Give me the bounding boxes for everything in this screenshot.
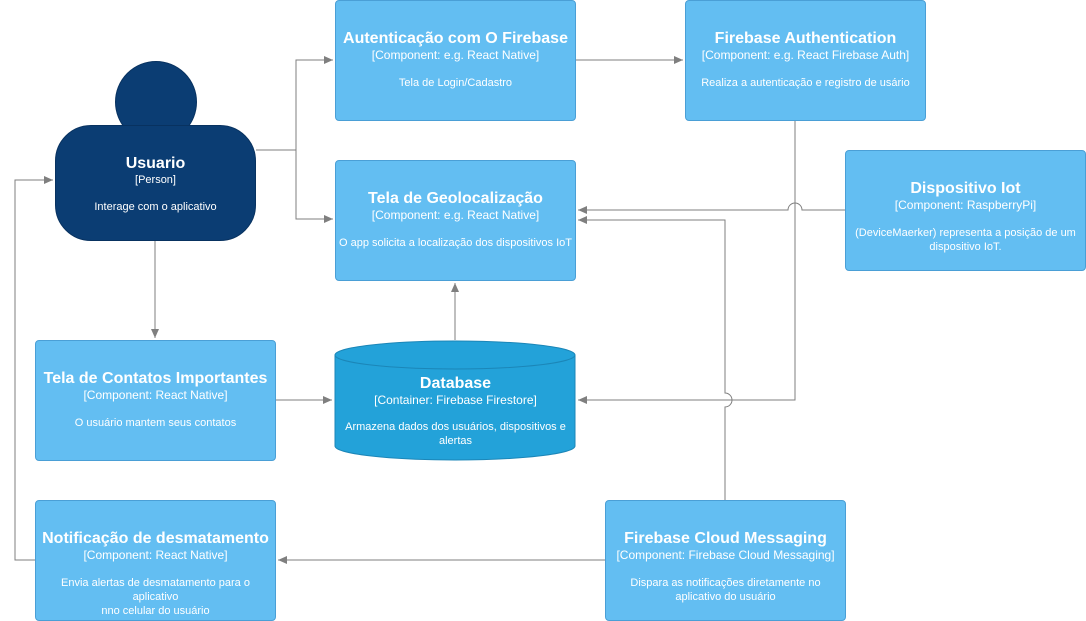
firebase-auth-description: Realiza a autenticação e registro de usá… bbox=[701, 77, 910, 89]
deforestation-alert-kind: [Component: React Native] bbox=[83, 548, 228, 562]
edge-alert-to-usuario bbox=[14, 176, 53, 561]
auth-screen-kind: [Component: e.g. React Native] bbox=[371, 48, 540, 62]
database-description-line-1: Armazena dados dos usuários, dispositivo… bbox=[345, 421, 566, 433]
database-description: Armazena dados dos usuários, dispositivo… bbox=[334, 420, 577, 448]
auth-screen-title: Autenticação com O Firebase bbox=[343, 30, 568, 47]
node-database[interactable]: Database [Container: Firebase Firestore]… bbox=[334, 340, 577, 462]
geo-screen-kind: [Component: e.g. React Native] bbox=[371, 208, 540, 222]
person-usuario[interactable]: Usuario [Person] Interage com o aplicati… bbox=[55, 125, 256, 241]
cloud-messaging-description-line-2: aplicativo do usuário bbox=[675, 591, 776, 603]
deforestation-alert-title: Notificação de desmatamento bbox=[42, 530, 269, 547]
node-firebase-auth[interactable]: Firebase Authentication [Component: e.g.… bbox=[685, 0, 926, 121]
iot-device-description-line-2: dispositivo IoT. bbox=[929, 241, 1002, 253]
edge-iot-to-geo bbox=[578, 202, 845, 214]
deforestation-alert-description-line-1: Envia alertas de desmatamento para o apl… bbox=[61, 577, 250, 603]
cloud-messaging-description-line-1: Dispara as notificações diretamente no bbox=[630, 577, 821, 589]
cloud-messaging-title: Firebase Cloud Messaging bbox=[624, 530, 827, 547]
contacts-screen-kind: [Component: React Native] bbox=[83, 388, 228, 402]
contacts-screen-title: Tela de Contatos Importantes bbox=[43, 370, 268, 387]
firebase-auth-kind: [Component: e.g. React Firebase Auth] bbox=[701, 48, 910, 62]
cloud-messaging-description: Dispara as notificações diretamente no a… bbox=[606, 576, 845, 604]
person-kind: [Person] bbox=[135, 174, 176, 186]
person-name: Usuario bbox=[125, 155, 186, 172]
firebase-auth-title: Firebase Authentication bbox=[714, 30, 897, 47]
contacts-screen-description: O usuário mantem seus contatos bbox=[74, 417, 237, 429]
iot-device-description-line-1: (DeviceMaerker) representa a posição de … bbox=[855, 227, 1076, 239]
edge-usuario-to-auth bbox=[256, 56, 333, 151]
database-kind: [Container: Firebase Firestore] bbox=[374, 393, 537, 407]
auth-screen-description: Tela de Login/Cadastro bbox=[398, 77, 513, 89]
iot-device-kind: [Component: RaspberryPi] bbox=[894, 198, 1037, 212]
database-cylinder-icon bbox=[334, 340, 576, 461]
deforestation-alert-description-line-2: nno celular do usuário bbox=[101, 605, 210, 617]
database-description-line-2: alertas bbox=[438, 435, 473, 447]
node-contacts-screen[interactable]: Tela de Contatos Importantes [Component:… bbox=[35, 340, 276, 461]
person-description: Interage com o aplicativo bbox=[94, 201, 217, 213]
database-title: Database bbox=[419, 375, 492, 392]
iot-device-title: Dispositivo Iot bbox=[910, 180, 1021, 197]
node-auth-screen[interactable]: Autenticação com O Firebase [Component: … bbox=[335, 0, 576, 121]
node-deforestation-alert[interactable]: Notificação de desmatamento [Component: … bbox=[35, 500, 276, 621]
geo-screen-description: O app solicita a localização dos disposi… bbox=[339, 237, 572, 249]
node-cloud-messaging[interactable]: Firebase Cloud Messaging [Component: Fir… bbox=[605, 500, 846, 621]
edge-firebase-auth-to-database bbox=[578, 120, 796, 404]
node-iot-device[interactable]: Dispositivo Iot [Component: RaspberryPi]… bbox=[845, 150, 1086, 271]
iot-device-description: (DeviceMaerker) representa a posição de … bbox=[846, 226, 1085, 254]
cloud-messaging-kind: [Component: Firebase Cloud Messaging] bbox=[616, 548, 835, 562]
geo-screen-title: Tela de Geolocalização bbox=[368, 190, 543, 207]
deforestation-alert-description: Envia alertas de desmatamento para o apl… bbox=[36, 576, 275, 618]
edge-messaging-to-geo bbox=[578, 216, 733, 500]
edge-usuario-to-geo bbox=[295, 150, 333, 223]
node-geo-screen[interactable]: Tela de Geolocalização [Component: e.g. … bbox=[335, 160, 576, 281]
